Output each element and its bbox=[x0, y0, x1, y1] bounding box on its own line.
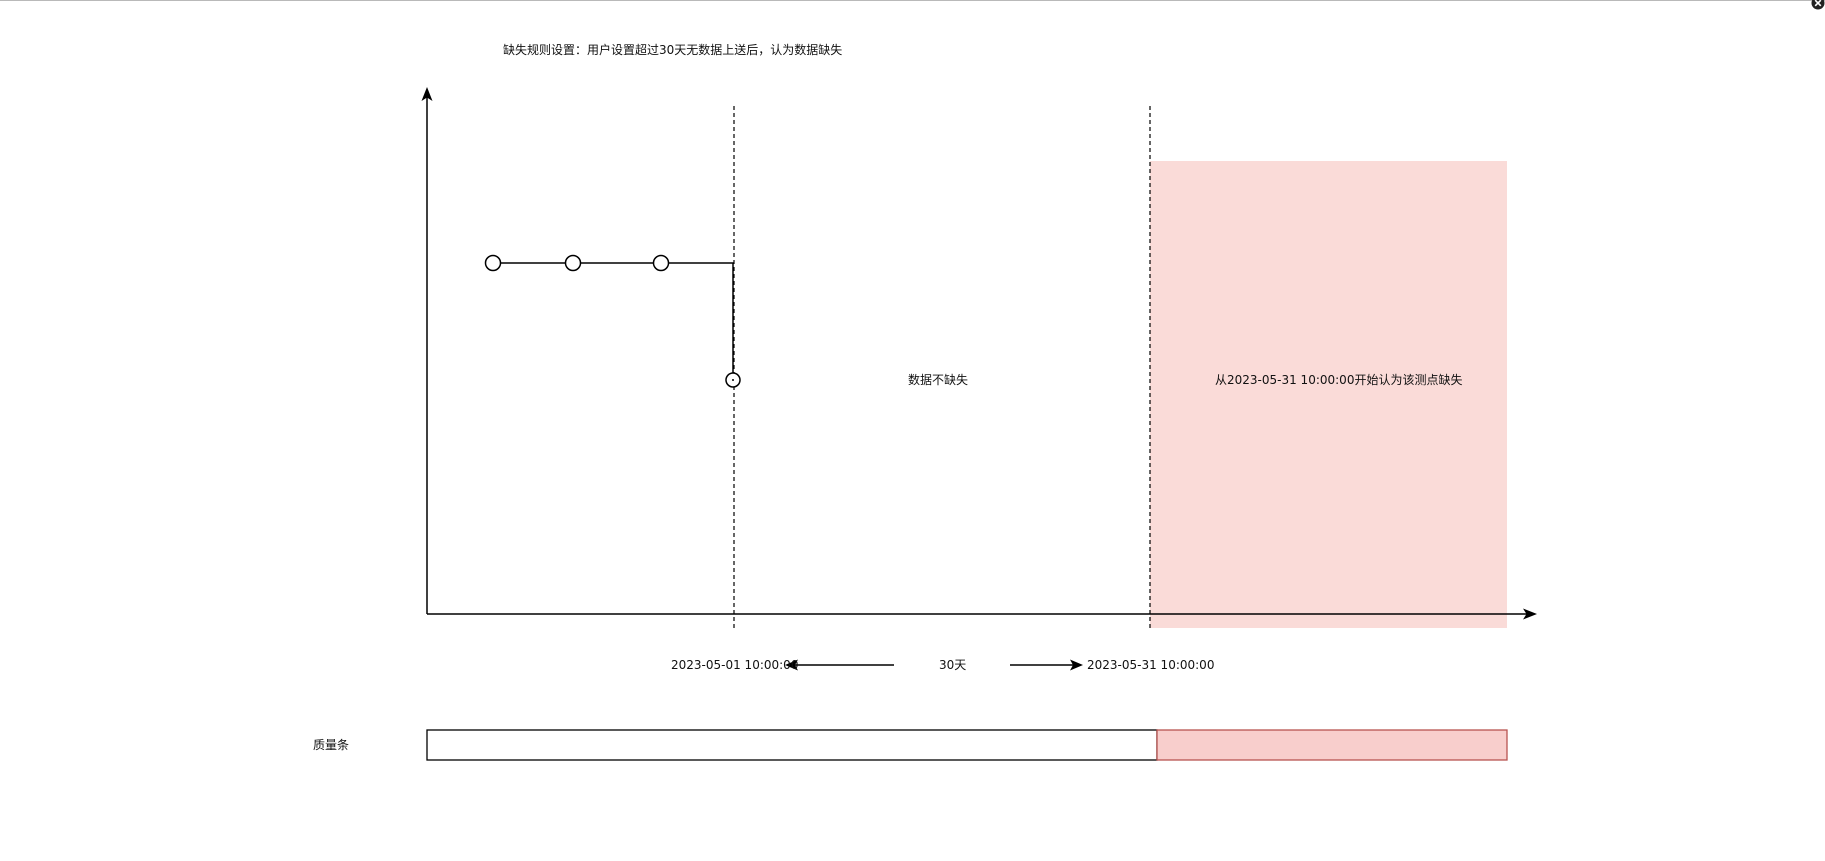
end-time-label: 2023-05-31 10:00:00 bbox=[1087, 658, 1215, 672]
missing-region bbox=[1150, 161, 1507, 628]
interval-arrowhead-right bbox=[1070, 659, 1083, 671]
page-title: 缺失规则设置：用户设置超过30天无数据上送后，认为数据缺失 bbox=[503, 43, 843, 57]
y-axis-arrow bbox=[421, 87, 433, 101]
quality-bar-normal bbox=[426, 729, 1158, 761]
start-time-label: 2023-05-01 10:00:00 bbox=[671, 658, 799, 672]
not-missing-label: 数据不缺失 bbox=[908, 373, 969, 387]
window-top-border bbox=[0, 0, 1825, 1]
close-icon[interactable] bbox=[1811, 0, 1825, 10]
data-line bbox=[493, 262, 734, 380]
quality-bar-missing bbox=[1156, 729, 1508, 761]
quality-bar-label: 质量条 bbox=[313, 738, 350, 752]
data-point bbox=[564, 254, 582, 272]
interval-arrowhead-left bbox=[785, 659, 798, 671]
missing-from-label: 从2023-05-31 10:00:00开始认为该测点缺失 bbox=[1215, 373, 1463, 387]
interval-label: 30天 bbox=[939, 658, 967, 672]
data-point-center bbox=[732, 379, 734, 381]
data-point bbox=[484, 254, 502, 272]
data-point bbox=[652, 254, 670, 272]
x-axis-arrow bbox=[1523, 608, 1537, 620]
